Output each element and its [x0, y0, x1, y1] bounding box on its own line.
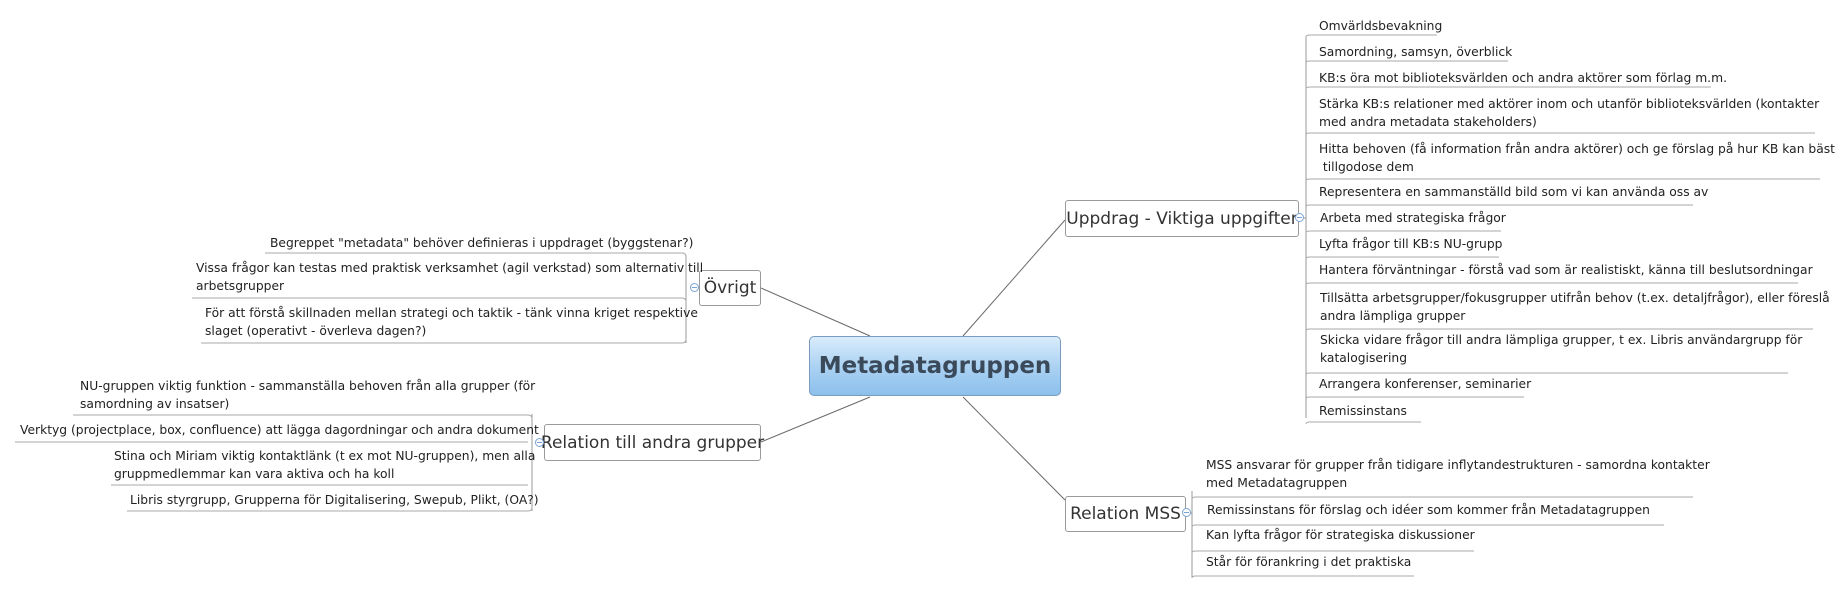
central-topic[interactable]: Metadatagruppen — [809, 336, 1061, 396]
collapse-toggle-icon[interactable] — [1295, 213, 1304, 222]
collapse-toggle-icon[interactable] — [535, 438, 544, 447]
relation-item[interactable]: Verktyg (projectplace, box, confluence) … — [20, 423, 539, 437]
uppdrag-item[interactable]: Lyfta frågor till KB:s NU-grupp — [1319, 237, 1503, 251]
uppdrag-item[interactable]: KB:s öra mot biblioteksvärlden och andra… — [1319, 71, 1727, 85]
mss-item[interactable]: Remissinstans för förslag och idéer som … — [1207, 503, 1650, 517]
topic-ovrigt-label: Övrigt — [703, 278, 757, 298]
ovrigt-item[interactable]: Begreppet "metadata" behöver definieras … — [270, 236, 694, 250]
collapse-toggle-icon[interactable] — [690, 283, 699, 292]
uppdrag-item[interactable]: Arbeta med strategiska frågor — [1320, 211, 1506, 225]
mss-item[interactable]: Kan lyfta frågor för strategiska diskuss… — [1206, 528, 1475, 542]
uppdrag-item[interactable]: Hitta behoven (få information från andra… — [1319, 142, 1835, 174]
central-topic-label: Metadatagruppen — [818, 353, 1052, 379]
mss-item[interactable]: MSS ansvarar för grupper från tidigare i… — [1206, 458, 1710, 490]
ovrigt-item[interactable]: För att förstå skillnaden mellan strateg… — [205, 306, 698, 338]
uppdrag-item[interactable]: Stärka KB:s relationer med aktörer inom … — [1319, 97, 1820, 129]
uppdrag-item[interactable]: Remissinstans — [1319, 404, 1407, 418]
relation-item[interactable]: Stina och Miriam viktig kontaktlänk (t e… — [114, 449, 536, 481]
topic-relation-mss[interactable]: Relation MSS — [1065, 496, 1186, 532]
uppdrag-item[interactable]: Skicka vidare frågor till andra lämpliga… — [1320, 333, 1803, 365]
topic-uppdrag[interactable]: Uppdrag - Viktiga uppgifter — [1065, 200, 1299, 237]
collapse-toggle-icon[interactable] — [1182, 508, 1191, 517]
uppdrag-item[interactable]: Representera en sammanställd bild som vi… — [1319, 185, 1709, 199]
uppdrag-item[interactable]: Tillsätta arbetsgrupper/fokusgrupper uti… — [1320, 291, 1830, 323]
relation-item[interactable]: Libris styrgrupp, Grupperna för Digitali… — [130, 493, 539, 507]
topic-ovrigt[interactable]: Övrigt — [699, 270, 761, 306]
uppdrag-item[interactable]: Hantera förväntningar - förstå vad som ä… — [1319, 263, 1813, 277]
topic-relation-andra-grupper-label: Relation till andra grupper — [540, 432, 765, 453]
relation-item[interactable]: NU-gruppen viktig funktion - sammanställ… — [80, 379, 536, 411]
topic-relation-andra-grupper[interactable]: Relation till andra grupper — [540, 424, 765, 461]
uppdrag-item[interactable]: Arrangera konferenser, seminarier — [1319, 377, 1532, 391]
uppdrag-item[interactable]: Omvärldsbevakning — [1319, 19, 1443, 33]
uppdrag-item[interactable]: Samordning, samsyn, överblick — [1319, 45, 1513, 59]
ovrigt-item[interactable]: Vissa frågor kan testas med praktisk ver… — [196, 261, 704, 293]
topic-uppdrag-label: Uppdrag - Viktiga uppgifter — [1066, 208, 1298, 229]
topic-relation-mss-label: Relation MSS — [1070, 504, 1181, 524]
underlines — [15, 34, 1820, 579]
mss-item[interactable]: Står för förankring i det praktiska — [1206, 555, 1412, 569]
